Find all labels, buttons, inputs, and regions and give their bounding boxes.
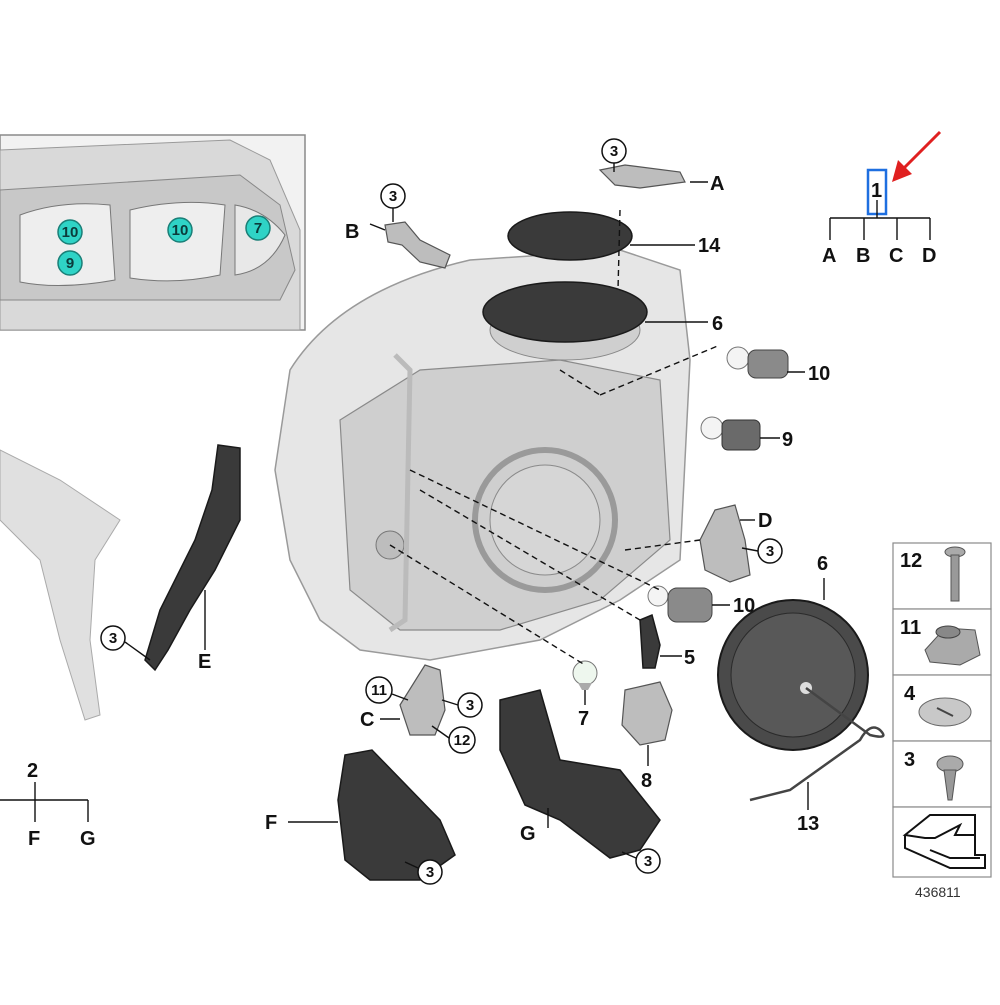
label-5: 5 <box>684 647 695 669</box>
svg-text:3: 3 <box>610 143 618 160</box>
bracket-b <box>384 221 451 269</box>
label-e: E <box>198 651 211 673</box>
callout-3-f: 3 <box>404 859 443 885</box>
callout-3-g: 3 <box>621 848 661 874</box>
screw-12-icon <box>944 546 966 602</box>
hierarchy-1-child-a: A <box>822 245 836 267</box>
label-13: 13 <box>797 813 819 835</box>
label-6-cover: 6 <box>817 553 828 575</box>
inset-label-10-left: 10 <box>62 224 79 241</box>
inset-marker-10-left <box>57 219 83 245</box>
trim-strip-e <box>144 444 241 672</box>
svg-text:3: 3 <box>109 630 117 647</box>
clip-nut-11-icon <box>924 625 981 666</box>
fender-panel <box>0 449 121 721</box>
cap-14 <box>507 211 633 261</box>
callout-3-c: 3 <box>441 692 483 718</box>
socket-8 <box>621 681 673 746</box>
fastener-label-12: 12 <box>900 550 922 572</box>
bulb-7 <box>572 660 598 690</box>
bracket-f <box>337 749 456 881</box>
hierarchy-1-root: 1 <box>871 180 882 202</box>
callout-3-b: 3 <box>380 183 406 222</box>
cable-13 <box>749 686 885 802</box>
fastener-label-11: 11 <box>900 617 921 639</box>
bulb-9 <box>700 416 761 451</box>
label-a: A <box>710 173 724 195</box>
callout-11: 11 <box>365 676 409 704</box>
label-10-top: 10 <box>808 363 830 385</box>
svg-text:3: 3 <box>389 188 397 205</box>
bracket-c <box>399 664 446 736</box>
reference-number: 436811 <box>915 884 961 900</box>
label-d: D <box>758 510 772 532</box>
label-b: B <box>345 221 359 243</box>
bulb-10-mid <box>647 585 713 623</box>
callout-3-e: 3 <box>100 625 151 661</box>
label-g: G <box>520 823 536 845</box>
cover-6-large <box>717 599 869 751</box>
tube-5 <box>639 613 661 669</box>
hierarchy-1-child-d: D <box>922 245 936 267</box>
hierarchy-2-root: 2 <box>27 760 38 782</box>
bracket-symbol-icon <box>902 814 986 869</box>
label-c: C <box>360 709 374 731</box>
svg-text:11: 11 <box>371 682 387 699</box>
hierarchy-1-child-b: B <box>856 245 870 267</box>
svg-text:3: 3 <box>466 697 474 714</box>
callout-12: 12 <box>431 725 476 754</box>
callout-3-top: 3 <box>601 138 627 172</box>
red-arrow-icon <box>892 130 942 182</box>
hierarchy-1-child-c: C <box>889 245 903 267</box>
hierarchy-1: 1 A B C D <box>822 168 936 267</box>
inset-marker-9 <box>57 250 83 276</box>
inset-label-10-right: 10 <box>172 222 189 239</box>
fastener-label-3: 3 <box>904 749 915 771</box>
inset-marker-10-right <box>167 217 193 243</box>
svg-text:3: 3 <box>644 853 652 870</box>
inset-label-7: 7 <box>254 220 262 237</box>
bracket-d <box>699 504 751 583</box>
headlight-inset-view: 10 9 10 7 <box>0 134 306 331</box>
plug-4-icon <box>918 697 972 727</box>
label-8: 8 <box>641 770 652 792</box>
label-6-top: 6 <box>712 313 723 335</box>
hierarchy-2: 2 F G <box>0 760 96 850</box>
bulb-10-top <box>726 346 789 379</box>
hierarchy-2-child-g: G <box>80 828 96 850</box>
fastener-label-4: 4 <box>904 683 916 705</box>
label-10-mid: 10 <box>733 595 755 617</box>
svg-text:3: 3 <box>766 543 774 560</box>
label-7: 7 <box>578 708 589 730</box>
screw-3-icon <box>936 755 964 801</box>
bracket-a <box>598 164 686 189</box>
leader-lines <box>204 181 825 828</box>
inset-label-9: 9 <box>66 255 74 272</box>
fastener-panel: 12 11 4 3 436811 <box>892 542 992 900</box>
label-f: F <box>265 812 277 834</box>
hierarchy-2-child-f: F <box>28 828 40 850</box>
cap-6-top <box>482 281 648 343</box>
bracket-g <box>499 689 661 859</box>
svg-text:3: 3 <box>426 864 434 881</box>
svg-text:12: 12 <box>454 732 471 749</box>
callout-3-d: 3 <box>741 538 783 564</box>
label-9: 9 <box>782 429 793 451</box>
label-14: 14 <box>698 235 721 257</box>
inset-marker-7 <box>245 215 271 241</box>
